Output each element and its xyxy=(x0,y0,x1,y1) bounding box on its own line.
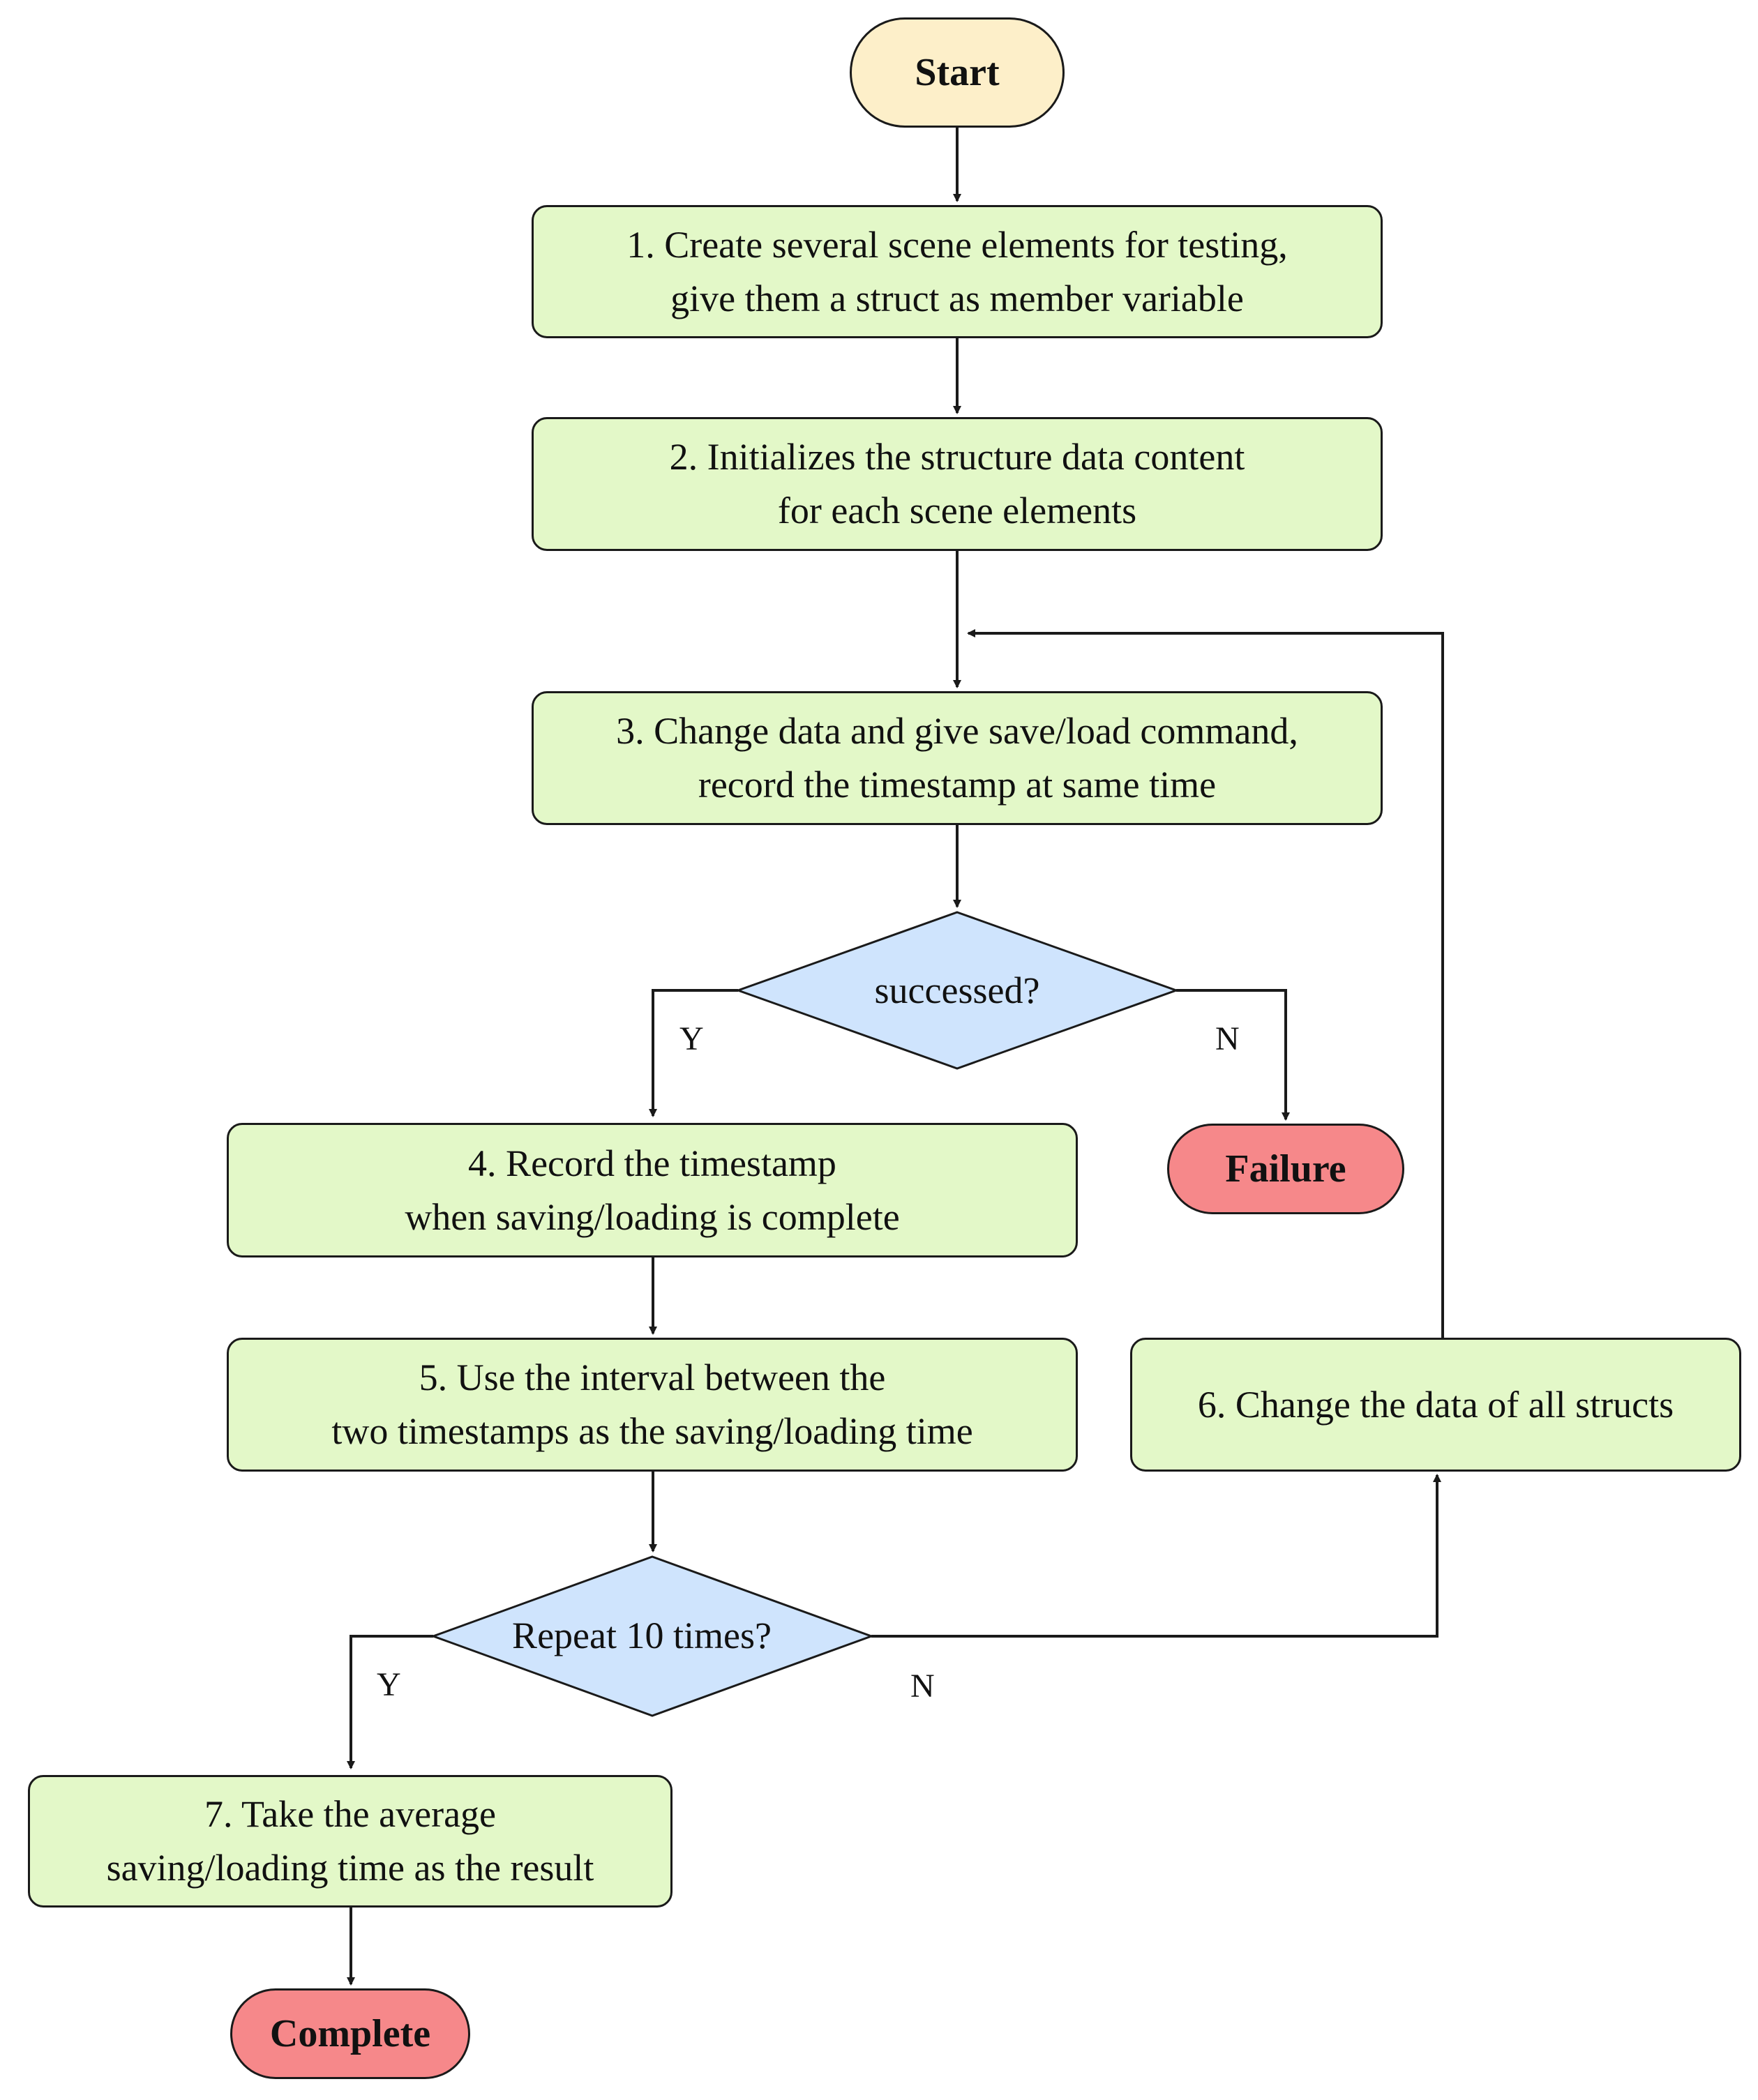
step-5-label: 5. Use the interval between the two time… xyxy=(331,1357,973,1452)
step-2-box: 2. Initializes the structure data conten… xyxy=(532,417,1383,551)
decision-repeat-label: Repeat 10 times? xyxy=(512,1615,772,1656)
arrow-decision2-no xyxy=(871,1474,1441,1638)
start-node-label: Start xyxy=(915,51,1000,94)
step-6-label: 6. Change the data of all structs xyxy=(1197,1383,1674,1426)
decision-2-yes-label: Y xyxy=(377,1666,401,1703)
step-6-box: 6. Change the data of all structs xyxy=(1130,1338,1741,1472)
step-7-label: 7. Take the average saving/loading time … xyxy=(106,1793,594,1889)
complete-node: Complete xyxy=(230,1988,470,2079)
complete-node-label: Complete xyxy=(269,2012,431,2055)
step-2-label: 2. Initializes the structure data conten… xyxy=(669,436,1245,531)
arrow-decision2-yes xyxy=(347,1635,433,1769)
step-5-box: 5. Use the interval between the two time… xyxy=(227,1338,1078,1472)
decision-repeat-shape xyxy=(430,1555,875,1717)
decision-successed-label: successed? xyxy=(874,969,1040,1011)
failure-node: Failure xyxy=(1167,1124,1404,1214)
decision-1-no-label: N xyxy=(1215,1020,1240,1057)
failure-node-label: Failure xyxy=(1225,1147,1346,1191)
step-1-box: 1. Create several scene elements for tes… xyxy=(532,205,1383,338)
step-1-label: 1. Create several scene elements for tes… xyxy=(626,223,1288,319)
decision-1-yes-label: Y xyxy=(679,1020,704,1057)
step-4-box: 4. Record the timestamp when saving/load… xyxy=(227,1123,1078,1257)
step-3-label: 3. Change data and give save/load comman… xyxy=(616,710,1298,806)
step-4-label: 4. Record the timestamp when saving/load… xyxy=(405,1142,900,1238)
start-node: Start xyxy=(850,17,1065,128)
decision-successed-shape xyxy=(735,911,1180,1070)
arrow-decision1-yes xyxy=(649,989,738,1117)
decision-2-no-label: N xyxy=(910,1668,935,1705)
arrow-decision1-no xyxy=(1176,989,1290,1121)
step-3-box: 3. Change data and give save/load comman… xyxy=(532,691,1383,825)
step-7-box: 7. Take the average saving/loading time … xyxy=(28,1775,673,1908)
arrow-step6-loop-to-step3 xyxy=(967,629,1444,1338)
